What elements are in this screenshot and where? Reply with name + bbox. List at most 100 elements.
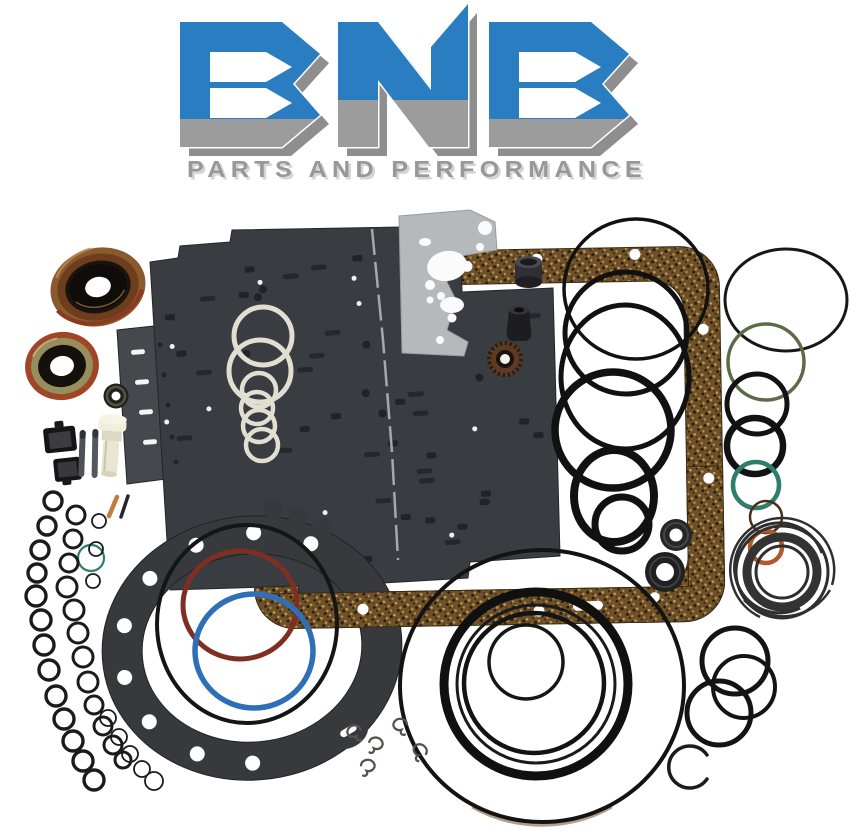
large-thin-oring [723,247,849,353]
gasket-hole [299,425,310,433]
gasket-hole [322,510,328,516]
gasket-hole [351,275,357,281]
bolt-hole [303,536,319,552]
small-o-ring [24,584,48,608]
gasket-hole [444,539,461,546]
gasket-hole [244,266,255,273]
gasket-hole [449,532,455,538]
small-o-ring [99,709,117,727]
pump-bolt-holes [116,525,319,771]
bolt-hole [117,669,133,685]
gasket-hole [164,314,175,321]
small-o-ring [71,645,95,669]
gasket-hole [364,451,381,458]
small-o-ring [58,552,80,574]
parts-photo [24,209,849,827]
gasket-hole [519,418,530,425]
gasket-hole [276,447,293,454]
logo-letters [178,2,631,149]
valve-body-gasket-stack [116,225,561,597]
ptfe-sealing-rings [226,304,295,464]
small-o-ring [133,760,151,778]
blue-oring [192,591,316,711]
teal-oring [76,543,106,573]
gasket-hole [395,398,406,406]
bolt-hole [142,570,158,586]
gasket-hole [282,273,299,280]
small-o-ring [61,729,85,753]
gasket-hole [425,517,436,524]
thin-black-oring-left [155,523,339,725]
gasket-hole [176,350,187,357]
small-o-ring [88,541,104,557]
bolt-hole [246,525,262,541]
gasket-hole [164,419,170,425]
gasket-hole [426,452,437,459]
logo-tagline-shadow: PARTS AND PERFORMANCE [190,159,650,185]
pump-gasket-scallops [263,498,332,539]
gasket-hole [475,373,484,382]
small-o-ring [65,504,87,526]
gasket-slot [143,439,157,445]
large-oring-cascade [551,217,710,555]
gasket-hole [161,537,167,543]
bottom-seal-rings [398,548,686,827]
small-o-ring [82,768,106,792]
overlapping-orings [684,625,777,748]
logo-letter-b2 [487,20,631,149]
snap-ring [667,744,709,790]
gasket-seam [370,228,400,561]
small-o-ring [29,608,53,632]
filter-tube [98,413,127,477]
bolt-hole [116,618,132,634]
gasket-hole [169,344,175,350]
gasket-hole [479,498,490,506]
small-o-ring [92,715,114,737]
small-shaft-seal [103,383,129,409]
rear-extension-seal [25,331,99,401]
logo-letter-n [336,2,470,149]
gasket-hole [352,255,363,262]
logo-tagline: PARTS AND PERFORMANCE [187,156,647,182]
gasket-hole [176,435,193,441]
small-o-ring [55,575,79,599]
gasket-hole [165,402,171,408]
gasket-hole [308,352,325,359]
splined-bushing [487,341,523,377]
gasket-hole [457,523,468,530]
gasket-hole [378,409,387,418]
grommet-seals [645,519,692,592]
right-oring-cascade [723,247,849,566]
gasket-hole [199,295,216,302]
spring-pins [106,494,130,519]
gasket-hole [173,459,179,465]
small-o-ring [91,513,107,529]
gasket-hole [361,389,370,398]
small-o-ring [121,745,139,763]
gasket-hole [407,391,424,397]
gasket-hole [161,372,167,378]
light-gasket-holes [419,221,492,344]
gasket-hole [324,329,341,336]
small-o-ring [83,694,105,716]
gasket-hole [400,513,411,521]
red-oring [180,548,300,662]
logo-letter-b1 [178,20,322,149]
olive-oring [726,322,806,402]
small-o-ring [37,658,61,682]
gasket-hole [297,366,314,373]
small-o-ring [113,750,133,770]
gasket-hole [356,300,362,306]
gasket-hole [375,497,392,504]
gasket-hole [258,285,267,294]
small-o-ring [76,670,100,694]
small-o-ring [52,707,76,731]
bolt-hole [245,755,261,771]
gasket-hole [418,477,435,484]
rubber-boot [506,305,532,341]
gasket-slot [139,409,153,415]
gasket-hole [253,293,262,302]
gasket-slot [131,349,145,355]
gasket-hole [412,410,429,417]
